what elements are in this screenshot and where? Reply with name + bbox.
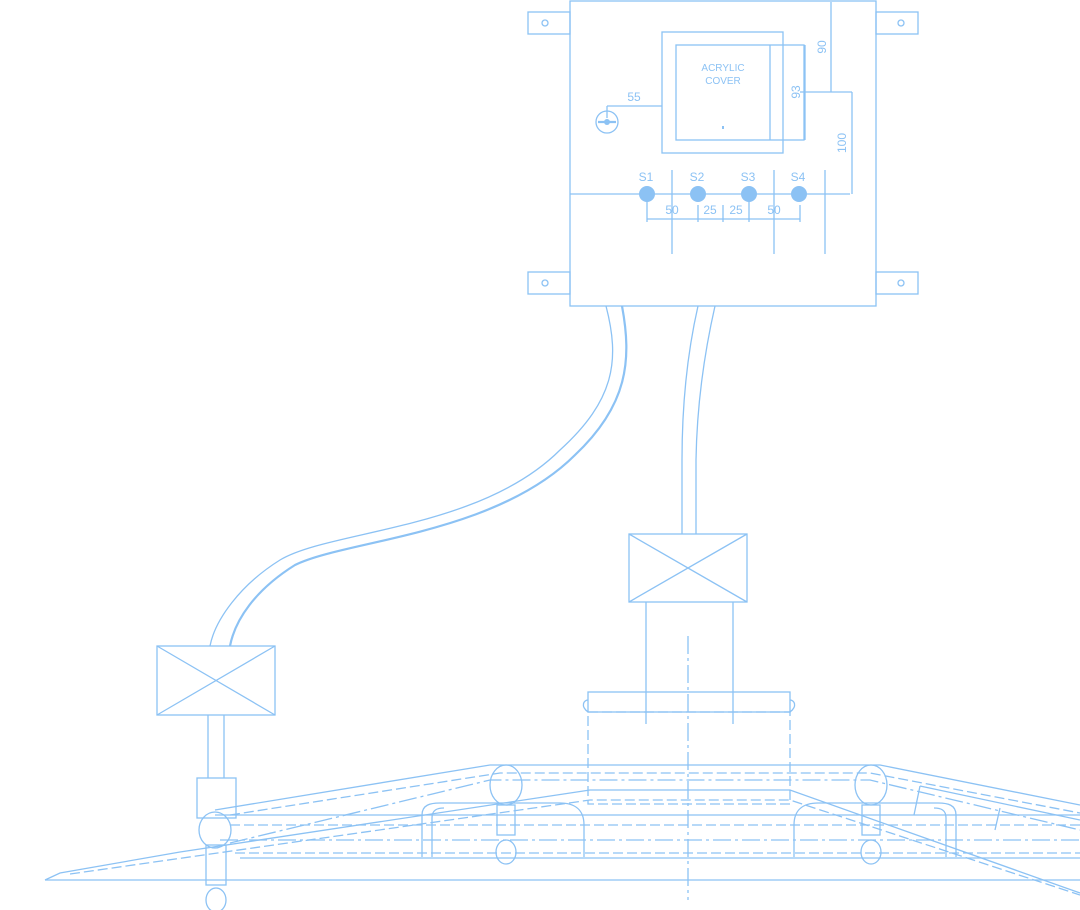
lifting-lugs <box>489 764 888 865</box>
center-sleeve <box>582 636 796 900</box>
dim-90: 90 <box>815 40 829 54</box>
u-bolts <box>421 802 957 857</box>
dim-55: 55 <box>627 90 641 104</box>
cover-label: ACRYLIC <box>701 63 744 74</box>
cover-label: COVER <box>705 76 741 87</box>
cable-left <box>209 305 628 647</box>
switch-s3-label: S3 <box>741 170 756 184</box>
dimensions: 55 90 93 100 50 25 25 50 <box>607 2 853 254</box>
switch-buttons: S1 S2 S3 S4 <box>639 170 807 202</box>
dim-25: 25 <box>703 203 717 217</box>
switch-s4-label: S4 <box>791 170 806 184</box>
junction-box-center <box>628 533 748 724</box>
cable-center <box>681 305 716 534</box>
switch-s1-label: S1 <box>639 170 654 184</box>
dim-50: 50 <box>767 203 781 217</box>
dim-25: 25 <box>729 203 743 217</box>
platform-frame <box>44 764 1080 896</box>
switch-s2-label: S2 <box>690 170 705 184</box>
dim-93: 93 <box>789 85 803 99</box>
key-switch <box>595 106 619 134</box>
junction-box-left <box>156 645 276 910</box>
dim-50: 50 <box>665 203 679 217</box>
dim-100: 100 <box>835 133 849 153</box>
acrylic-cover: ACRYLIC COVER <box>661 31 805 154</box>
